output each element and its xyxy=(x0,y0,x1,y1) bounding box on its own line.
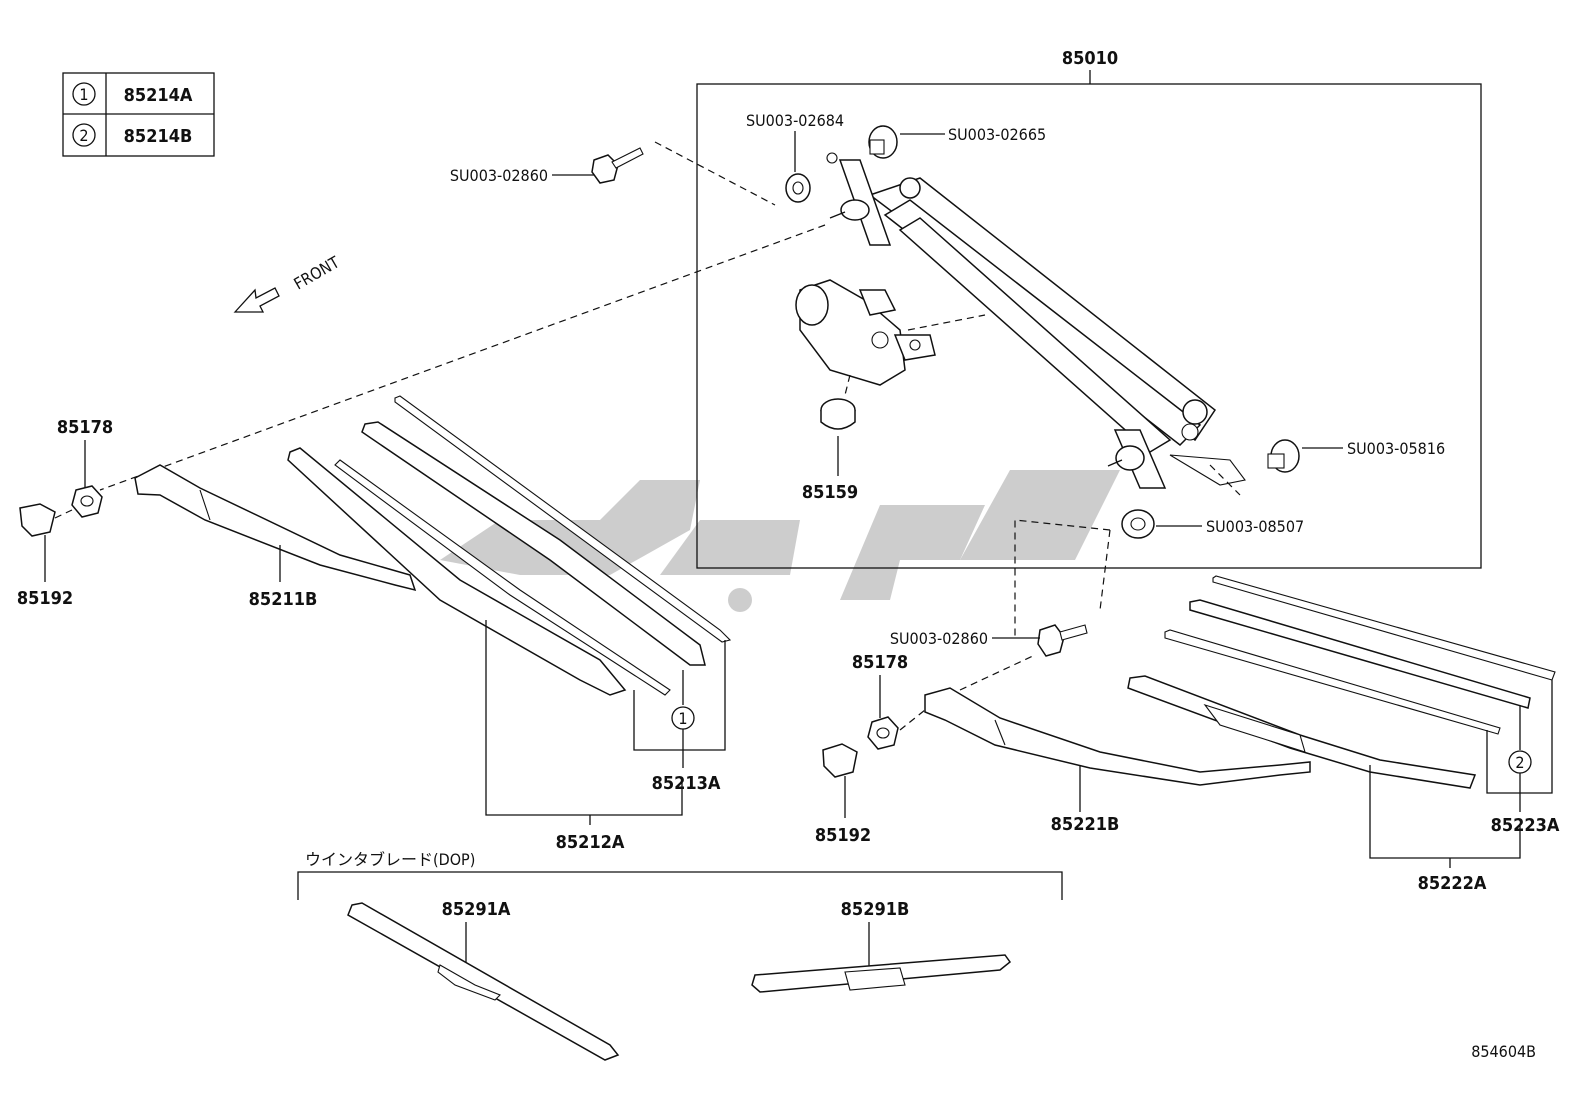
label-85178-left: 85178 xyxy=(57,417,113,438)
label-front: FRONT xyxy=(291,252,343,293)
wiper-linkage xyxy=(826,152,1246,489)
label-dop-heading: ウインタブレード(DOP) xyxy=(305,850,475,869)
grommet-su003-08507: SU003-08507 xyxy=(1121,509,1304,539)
legend-part-1: 85214A xyxy=(124,85,193,106)
label-85222a: 85222A xyxy=(1418,873,1487,894)
label-85192-right: 85192 xyxy=(815,825,871,846)
right-arm-85221b: 85221B xyxy=(924,687,1311,835)
bushing-su003-02665: SU003-02665 xyxy=(868,125,1046,159)
wiper-motor xyxy=(795,279,936,386)
left-brackets: 1 85213A 85212A xyxy=(485,620,726,853)
label-85213a: 85213A xyxy=(652,773,721,794)
label-85178-right: 85178 xyxy=(852,652,908,673)
grommet-su003-02684: SU003-02684 xyxy=(746,111,844,203)
label-85159: 85159 xyxy=(802,482,858,503)
watermark-logo xyxy=(440,470,1120,612)
label-85211b: 85211B xyxy=(249,589,318,610)
label-su003-02860-bottom: SU003-02860 xyxy=(890,629,988,648)
callout-2: 2 xyxy=(1515,753,1524,772)
pivot-guide-line xyxy=(99,224,826,491)
right-blade-85222a xyxy=(1127,575,1556,789)
assembly-group: 85010 xyxy=(696,48,1482,569)
left-arm-85211b: 85211B xyxy=(134,464,417,610)
bolt-su003-02860-bottom: SU003-02860 xyxy=(890,519,1111,691)
label-85010: 85010 xyxy=(1062,48,1118,69)
right-nut-85178: 85178 xyxy=(852,652,926,750)
callout-1: 1 xyxy=(678,709,687,728)
label-su003-05816: SU003-05816 xyxy=(1347,439,1445,458)
left-cap-85192: 85192 xyxy=(17,503,73,609)
legend-part-2: 85214B xyxy=(124,126,193,147)
label-su003-08507: SU003-08507 xyxy=(1206,517,1304,536)
left-nut-85178: 85178 xyxy=(57,417,113,518)
legend-table: 1 85214A 2 85214B xyxy=(62,72,215,157)
motor-cap-85159: 85159 xyxy=(802,398,858,503)
right-cap-85192: 85192 xyxy=(815,743,871,846)
label-85291a: 85291A xyxy=(442,899,511,920)
label-su003-02665: SU003-02665 xyxy=(948,125,1046,144)
assembly-box xyxy=(696,83,1482,569)
label-su003-02860-top: SU003-02860 xyxy=(450,166,548,185)
label-85221b: 85221B xyxy=(1051,814,1120,835)
right-brackets: 2 85223A 85222A xyxy=(1369,680,1560,894)
label-85212a: 85212A xyxy=(556,832,625,853)
front-arrow-icon: FRONT xyxy=(233,252,343,313)
bolt-su003-02860-top: SU003-02860 xyxy=(450,141,776,206)
label-85291b: 85291B xyxy=(841,899,910,920)
legend-mark-1-icon xyxy=(72,82,96,106)
dop-winter-blades: ウインタブレード(DOP) 85291A 85291B xyxy=(297,850,1063,1061)
bushing-su003-05816: SU003-05816 xyxy=(1267,439,1445,473)
label-85192-left: 85192 xyxy=(17,588,73,609)
label-su003-02684: SU003-02684 xyxy=(746,111,844,130)
left-blade-85212a xyxy=(287,395,732,696)
label-85223a: 85223A xyxy=(1491,815,1560,836)
legend-mark-2: 2 xyxy=(79,126,88,145)
legend-mark-2-icon xyxy=(72,123,96,147)
diagram-code: 854604B xyxy=(1471,1042,1536,1061)
legend-mark-1: 1 xyxy=(79,85,88,104)
dop-blade-a xyxy=(347,902,620,1061)
